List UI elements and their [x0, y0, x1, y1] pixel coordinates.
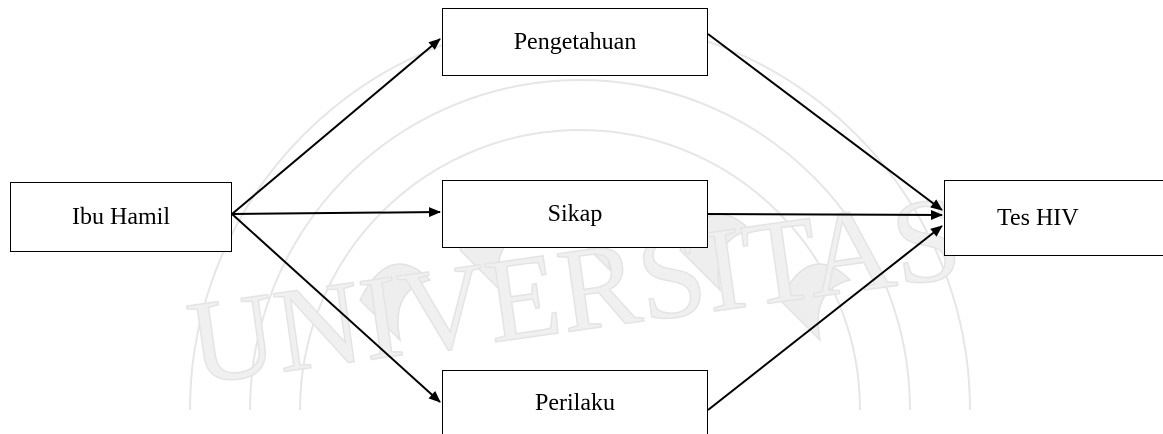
node-pengetahuan: Pengetahuan: [442, 8, 708, 76]
node-sikap: Sikap: [442, 180, 708, 248]
arrow-ibu-to-pengetahuan: [231, 38, 441, 215]
node-perilaku-label: Perilaku: [535, 389, 615, 416]
arrow-ibu-to-sikap: [231, 207, 441, 218]
node-tes-hiv: Tes HIV: [944, 180, 1163, 256]
node-perilaku: Perilaku: [442, 370, 708, 434]
arrow-sikap-to-tes: [707, 209, 943, 220]
node-tes-hiv-label: Tes HIV: [997, 204, 1079, 231]
node-ibu-hamil-label: Ibu Hamil: [72, 203, 170, 230]
node-sikap-label: Sikap: [547, 200, 603, 227]
node-ibu-hamil: Ibu Hamil: [10, 182, 232, 252]
arrow-pengetahuan-to-tes: [707, 33, 943, 211]
node-pengetahuan-label: Pengetahuan: [513, 28, 637, 55]
arrow-ibu-to-perilaku: [231, 213, 441, 403]
arrow-perilaku-to-tes: [707, 225, 943, 411]
